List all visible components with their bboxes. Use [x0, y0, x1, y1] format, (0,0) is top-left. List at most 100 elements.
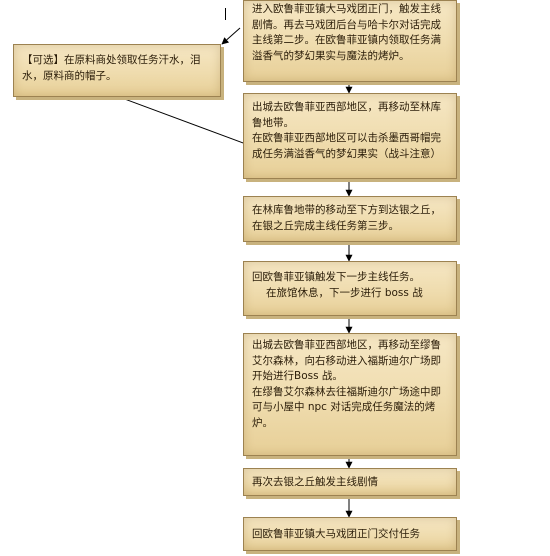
text-segment: 即: [430, 354, 442, 367]
text-segment: 回: [252, 528, 263, 540]
text-segment: 对话完成: [399, 18, 441, 31]
quest-name: 炉: [252, 416, 263, 429]
text-segment: 开始进行: [252, 370, 294, 382]
step-6-box: 再次去银之丘触发主线剧情: [243, 468, 457, 496]
optional-line-1: 【可选】在原料商处领取任务汗水，泪: [22, 53, 212, 69]
place-name: 欧鲁菲亚镇: [262, 271, 316, 283]
step-3-line-1: 在林库鲁地带的移动至下方到达银之丘，: [252, 203, 448, 219]
step-5-line-4: 在缪鲁艾尔森林去往福斯迪尔广场途中即: [252, 385, 448, 401]
text-segment: ，触发主线: [388, 3, 442, 15]
text-segment: 出城去: [252, 101, 284, 113]
quest-name: 汗水，泪: [158, 54, 201, 66]
text-segment: 完成主线任务第三步。: [294, 219, 399, 232]
step-3-box: 在林库鲁地带的移动至下方到达银之丘， 在银之丘完成主线任务第三步。: [243, 196, 457, 242]
text-segment: 剧情。再去: [252, 18, 305, 31]
text-segment: 触发下一步主线任务。: [315, 271, 420, 283]
step-3-line-2: 在银之丘完成主线任务第三步。: [252, 219, 448, 235]
place-name: 缪鲁: [420, 339, 441, 351]
step-7-box: 回欧鲁菲亚镇大马戏团正门交付任务: [243, 517, 457, 551]
text-segment: 进入: [252, 3, 273, 15]
place-name: 欧鲁菲亚西部地区: [283, 101, 368, 113]
quest-name: 魔法的烤炉: [346, 49, 400, 62]
step-1-line-3: 主线第二步。在欧鲁菲亚镇内领取任务满: [252, 33, 448, 49]
optional-line-2: 水，原料商的帽子。: [22, 69, 212, 85]
step-6-line-1: 再次去银之丘触发主线剧情: [252, 475, 448, 491]
step-5-box: 出城去欧鲁菲亚西部地区，再移动至缪鲁 艾尔森林，向右移动进入福斯迪尔广场即 开始…: [243, 333, 457, 456]
text-segment: 成任务: [252, 147, 284, 160]
quest-name: 魔法的烤: [393, 401, 436, 413]
step-5-line-6: 炉。: [252, 416, 448, 432]
text-segment: ，向右移动进入: [294, 354, 368, 367]
text-segment: 在: [252, 385, 263, 398]
step-2-line-4: 成任务满溢香气的梦幻果实（战斗注意）: [252, 147, 448, 163]
step-2-line-2: 鲁地带。: [252, 116, 448, 132]
step-4-line-1: 回欧鲁菲亚镇触发下一步主线任务。: [252, 270, 448, 286]
place-name: 艾尔森林: [252, 354, 294, 367]
quest-name: 满: [430, 34, 442, 46]
text-segment: 在: [252, 132, 263, 144]
optional-quest-box: 【可选】在原料商处领取任务汗水，泪 水，原料商的帽子。: [13, 44, 221, 97]
text-segment: ，: [430, 204, 442, 216]
text-segment: 触发主线剧情: [315, 476, 378, 488]
place-name: 银之丘: [283, 476, 316, 488]
text-segment: 在旅馆休息，下一步: [266, 286, 361, 299]
step-7-line-1: 回欧鲁菲亚镇大马戏团正门交付任务: [252, 527, 448, 543]
text-segment: 主线第二步。在: [252, 34, 326, 46]
text-segment: 交付任务: [378, 528, 420, 540]
place-name: 欧鲁菲亚镇大马戏团正门: [262, 528, 379, 540]
quest-name: 水，原料商的帽子: [22, 69, 106, 82]
text-segment: 出城去: [252, 339, 284, 351]
place-name: 欧鲁菲亚镇: [325, 34, 379, 46]
step-5-line-3: 开始进行Boss 战。: [252, 369, 448, 385]
place-name: 鲁地带: [252, 116, 284, 129]
npc-name: 哈卡尔: [367, 18, 400, 31]
text-segment: 与: [357, 18, 368, 31]
step-1-line-2: 剧情。再去马戏团后台与哈卡尔对话完成: [252, 18, 448, 34]
place-name: 银之丘: [399, 204, 431, 216]
place-name: 银之丘: [262, 219, 295, 232]
text-segment: 途中即: [409, 385, 442, 398]
warning-text: Boss 战: [294, 370, 333, 382]
text-segment: （: [378, 147, 389, 160]
text-segment: ）: [430, 147, 442, 160]
place-name: 欧鲁菲亚西部地区: [283, 339, 368, 351]
step-2-line-1: 出城去欧鲁菲亚西部地区，再移动至林库: [252, 100, 448, 116]
place-name: 福斯迪尔广场: [346, 385, 410, 398]
text-segment: ，再移动至: [367, 101, 421, 113]
place-name: 福斯迪尔广场: [367, 354, 431, 367]
step-1-box: 进入欧鲁菲亚镇大马戏团正门，触发主线 剧情。再去马戏团后台与哈卡尔对话完成 主线…: [243, 0, 457, 82]
place-name: 缪鲁艾尔森林: [262, 385, 326, 398]
enemy-name: 墨西哥帽: [388, 132, 431, 144]
place-name: 马戏团后台: [304, 18, 358, 31]
text-segment: 。: [262, 416, 274, 429]
quest-name: 满溢香气的梦幻果实: [283, 147, 379, 160]
place-name: 林库鲁地带: [262, 204, 316, 216]
text-segment: 的移动至下方到达: [315, 204, 399, 216]
place-name: 欧鲁菲亚镇大马戏团正门: [273, 3, 389, 15]
text-segment: 。: [332, 370, 343, 382]
quest-name: 溢香气的梦幻果实: [252, 49, 336, 62]
text-segment: 与: [336, 49, 347, 62]
step-4-line-2: 在旅馆休息，下一步进行 boss 战: [252, 286, 448, 302]
step-1-line-1: 进入欧鲁菲亚镇大马戏团正门，触发主线: [252, 2, 448, 18]
text-segment: 在: [252, 204, 263, 216]
text-segment: 在: [252, 219, 263, 232]
warning-text: 战斗注意: [388, 147, 431, 160]
text-segment: 完: [430, 132, 442, 144]
step-5-line-1: 出城去欧鲁菲亚西部地区，再移动至缪鲁: [252, 338, 448, 354]
step-4-box: 回欧鲁菲亚镇触发下一步主线任务。 在旅馆休息，下一步进行 boss 战: [243, 261, 457, 316]
text-segment: 可与小屋中 npc 对话完成任务: [252, 401, 394, 413]
text-segment: 去往: [325, 385, 347, 398]
text-segment: 【可选】在原料商处领取任务: [22, 54, 159, 66]
place-name: 欧鲁菲亚西部地区: [262, 132, 347, 144]
arrow-to-optional: [221, 27, 241, 45]
step-2-line-3: 在欧鲁菲亚西部地区可以击杀墨西哥帽完: [252, 131, 448, 147]
text-segment: 再次去: [252, 476, 284, 488]
text-segment: 回: [252, 271, 263, 283]
text-segment: 。: [106, 69, 117, 82]
step-5-line-2: 艾尔森林，向右移动进入福斯迪尔广场即: [252, 354, 448, 370]
place-name: 林库: [420, 101, 441, 113]
text-segment: 。: [399, 49, 410, 62]
text-segment: ，再移动至: [367, 339, 421, 351]
